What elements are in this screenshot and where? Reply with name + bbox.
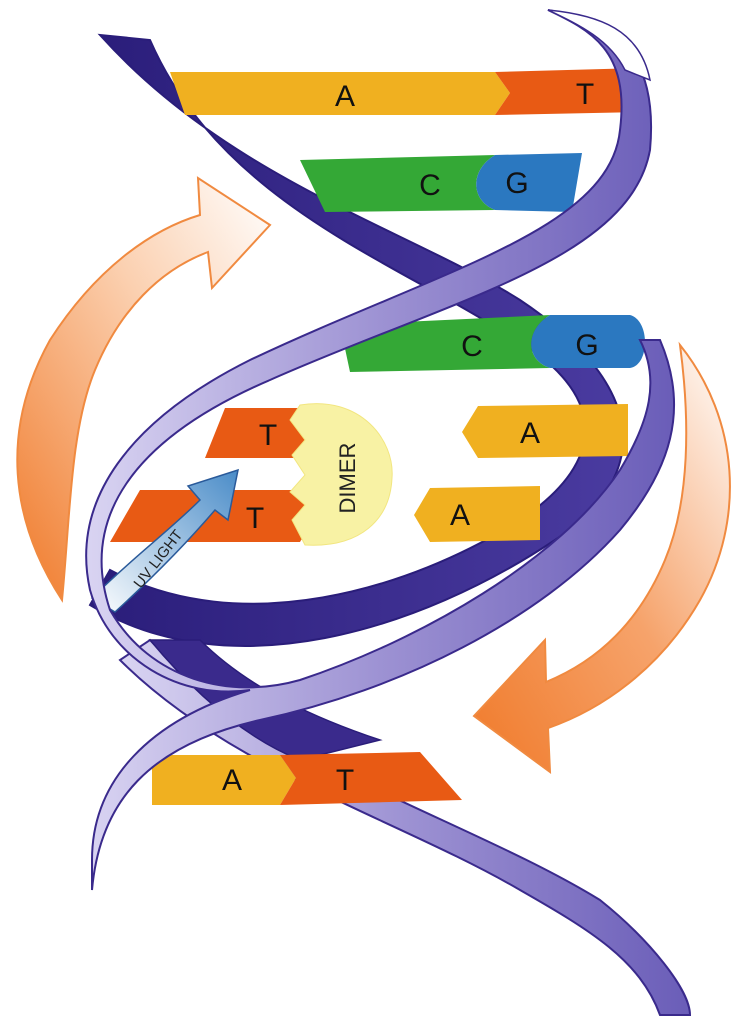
base-label: C [419,169,441,202]
base-label: T [259,419,277,452]
dimer-label: DIMER [335,443,360,514]
dna-front-strand-top [547,9,652,82]
base-label: A [335,80,355,113]
base-a [414,486,540,542]
base-label: T [246,502,264,535]
uv-arrow-icon [90,468,239,613]
base-a [152,755,296,805]
base-label: T [336,764,354,797]
dimer-shape [289,403,393,546]
base-a [170,72,510,115]
base-g [531,315,645,368]
rotation-arrow-left-icon [16,176,272,603]
thymine-dimer: DIMER [289,403,393,546]
base-t [205,408,316,458]
base-c [300,155,495,212]
base-label: A [450,499,470,532]
base-label: C [461,330,483,363]
base-t [495,68,640,115]
base-t [280,752,462,805]
base-label: G [575,329,598,362]
base-label: G [505,167,528,200]
base-t [110,490,316,542]
base-label: A [520,417,540,450]
base-g [476,153,582,212]
rotation-arrow-right-icon [472,341,731,775]
base-label: A [222,764,242,797]
dna-front-strand [85,9,676,891]
base-label: T [576,78,594,111]
base-a [462,404,628,458]
